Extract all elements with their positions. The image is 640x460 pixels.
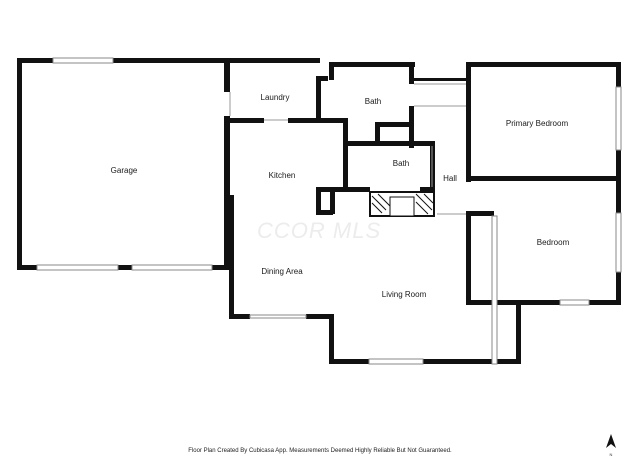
label-garage: Garage xyxy=(111,166,138,175)
exterior-walls xyxy=(17,58,621,364)
windows xyxy=(36,57,622,365)
north-label: N xyxy=(609,452,613,457)
living-room-window xyxy=(368,358,424,365)
label-dining-area: Dining Area xyxy=(261,267,303,276)
room-labels: Garage Laundry Bath Primary Bedroom Kitc… xyxy=(111,93,570,299)
label-kitchen: Kitchen xyxy=(269,171,296,180)
bedroom-bottom-window xyxy=(559,299,590,306)
label-hall: Hall xyxy=(443,174,457,183)
bedroom-side-window xyxy=(615,212,622,273)
garage-bottom-window-right xyxy=(131,264,213,271)
dining-window xyxy=(249,314,307,319)
footer-disclaimer: Floor Plan Created By Cubicasa App. Meas… xyxy=(188,448,452,454)
entry-door xyxy=(491,215,498,365)
label-bedroom: Bedroom xyxy=(537,238,570,247)
garage-top-window xyxy=(52,57,114,64)
garage-bottom-window-left xyxy=(36,264,119,271)
label-living-room: Living Room xyxy=(382,290,427,299)
fireplace-icon xyxy=(369,191,435,217)
watermark: CCOR MLS xyxy=(257,218,381,243)
label-primary-bedroom: Primary Bedroom xyxy=(506,119,569,128)
label-bath-middle: Bath xyxy=(393,159,409,168)
primary-bedroom-window xyxy=(615,86,622,151)
interior-walls xyxy=(224,58,621,305)
north-arrow-icon xyxy=(606,434,616,448)
label-bath-upper: Bath xyxy=(365,97,381,106)
label-laundry: Laundry xyxy=(261,93,290,102)
closet-doors xyxy=(229,83,466,215)
